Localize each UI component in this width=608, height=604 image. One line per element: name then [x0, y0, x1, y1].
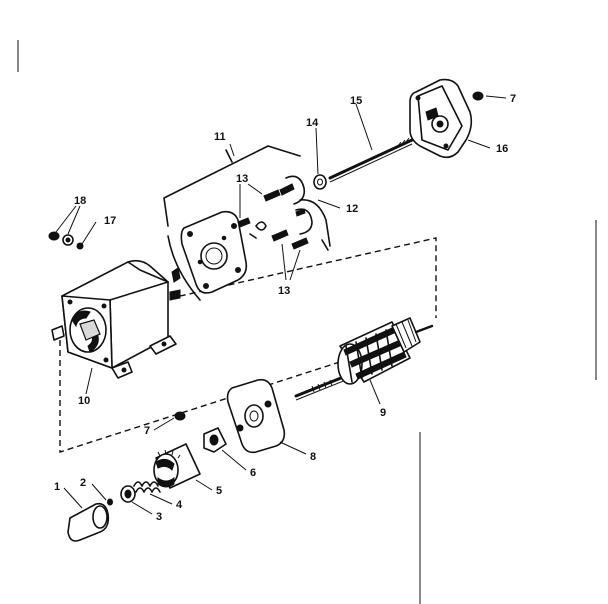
label-part-7-top: 7	[510, 93, 516, 105]
spring-part	[133, 481, 161, 493]
armature-part	[294, 317, 434, 401]
through-bolt-part	[328, 137, 414, 183]
label-part-1: 1	[54, 481, 60, 493]
label-part-3: 3	[156, 511, 162, 523]
label-part-14: 14	[306, 117, 319, 129]
label-part-15: 15	[350, 95, 362, 107]
drive-nut-part	[203, 427, 227, 453]
part-number-labels: 1 2 3 4 5 6 7 7 8 9 10 11 12 13 13 14 15…	[54, 93, 516, 523]
dust-cap-part	[67, 502, 110, 542]
label-part-12: 12	[346, 203, 358, 215]
label-part-13-top: 13	[236, 173, 248, 185]
label-part-9: 9	[380, 407, 386, 419]
washer-part	[313, 174, 327, 190]
motor-housing-part	[51, 259, 181, 379]
pinion-gear-part	[153, 443, 201, 489]
nut-part-top	[472, 91, 484, 101]
end-cap-part	[409, 78, 473, 159]
label-part-2: 2	[80, 477, 86, 489]
label-part-4: 4	[176, 499, 183, 511]
label-part-6: 6	[250, 467, 256, 479]
spring-washer-part	[120, 485, 136, 503]
label-part-13-bottom: 13	[278, 285, 290, 297]
brush-plate-assembly	[163, 145, 331, 301]
nut-part-lower	[174, 411, 186, 421]
label-part-11: 11	[214, 131, 226, 143]
retainer-ring-part	[107, 498, 113, 506]
label-part-8: 8	[310, 451, 316, 463]
label-part-17: 17	[104, 215, 116, 227]
leader-lines	[55, 95, 507, 515]
label-part-7-lower: 7	[144, 425, 150, 437]
label-part-18: 18	[74, 195, 86, 207]
drive-end-plate-part	[226, 378, 286, 454]
label-part-5: 5	[216, 485, 222, 497]
washer-nut-hardware-left	[48, 231, 84, 250]
label-part-16: 16	[496, 143, 508, 155]
label-part-10: 10	[78, 395, 90, 407]
